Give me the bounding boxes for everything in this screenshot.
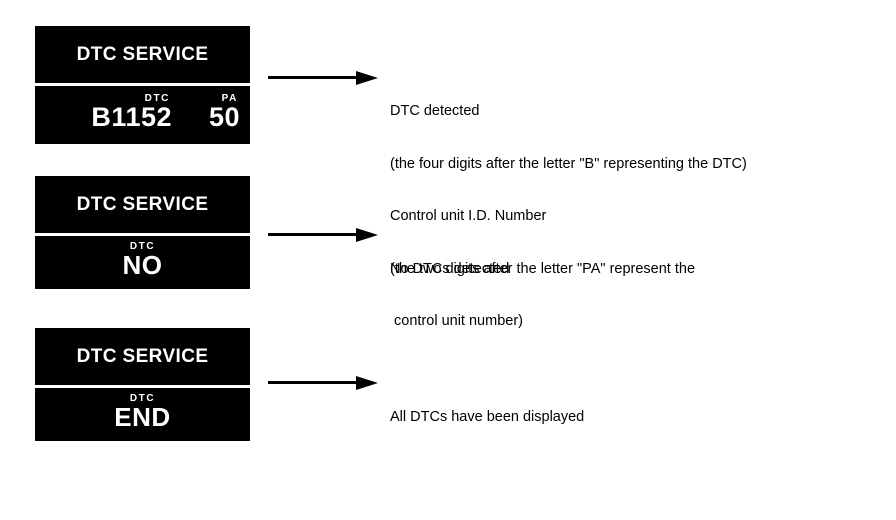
- right-arrow-icon-2: [268, 228, 378, 242]
- display-field-dtc-1: DTC B1152: [47, 94, 172, 131]
- display-value-bar-2: DTC NO: [35, 236, 250, 289]
- display-field-dtc-3: DTC END: [35, 393, 250, 432]
- display-title-2: DTC SERVICE: [76, 194, 209, 215]
- arrow-shaft-2: [268, 233, 360, 236]
- arrow-head-2: [356, 228, 378, 242]
- annotation-1-line-3: Control unit I.D. Number: [390, 208, 547, 224]
- display-block-2: DTC SERVICE DTC NO: [35, 176, 250, 289]
- display-title-3: DTC SERVICE: [76, 346, 209, 367]
- display-title-bar-2: DTC SERVICE: [35, 176, 250, 233]
- arrow-shaft-1: [268, 76, 360, 79]
- right-arrow-icon-3: [268, 376, 378, 390]
- annotation-3-line-1: All DTCs have been displayed: [390, 409, 585, 425]
- display-field-label-pa-1: PA: [221, 93, 238, 104]
- display-title-bar-1: DTC SERVICE: [35, 26, 250, 83]
- annotation-1-line-2: (the four digits after the letter "B" re…: [390, 155, 747, 172]
- display-value-bar-3: DTC END: [35, 388, 250, 441]
- display-separator-1: [35, 83, 250, 86]
- display-title-bar-3: DTC SERVICE: [35, 328, 250, 385]
- display-separator-3: [35, 385, 250, 388]
- display-field-value-dtc-1: B1152: [91, 102, 172, 132]
- display-field-label-dtc-1: DTC: [144, 93, 170, 104]
- display-block-1: DTC SERVICE DTC B1152 PA 50: [35, 26, 250, 144]
- annotation-1-line-1: DTC detected: [390, 103, 480, 119]
- display-field-pa-1: PA 50: [178, 94, 240, 131]
- arrow-head-1: [356, 71, 378, 85]
- annotation-1-line-4: (the two digits after the letter "PA" re…: [390, 260, 696, 277]
- annotation-1: DTC detected (the four digits after the …: [390, 68, 747, 366]
- display-field-dtc-2: DTC NO: [35, 241, 250, 280]
- annotation-1-line-5: control unit number): [390, 313, 523, 329]
- display-field-label-dtc-3: DTC: [129, 393, 156, 404]
- arrow-head-3: [356, 376, 378, 390]
- annotation-3: All DTCs have been displayed: [390, 374, 584, 462]
- display-title-1: DTC SERVICE: [76, 44, 209, 65]
- display-field-label-dtc-2: DTC: [129, 241, 156, 252]
- annotation-2-line-1: No DTCs detected: [390, 261, 510, 277]
- display-field-value-dtc-3: END: [114, 402, 171, 432]
- display-field-value-dtc-2: NO: [122, 250, 163, 280]
- annotation-2: No DTCs detected: [390, 226, 509, 314]
- display-block-3: DTC SERVICE DTC END: [35, 328, 250, 441]
- arrow-shaft-3: [268, 381, 360, 384]
- display-value-bar-1: DTC B1152 PA 50: [35, 86, 250, 144]
- right-arrow-icon-1: [268, 71, 378, 85]
- display-field-value-pa-1: 50: [208, 102, 240, 132]
- display-separator-2: [35, 233, 250, 236]
